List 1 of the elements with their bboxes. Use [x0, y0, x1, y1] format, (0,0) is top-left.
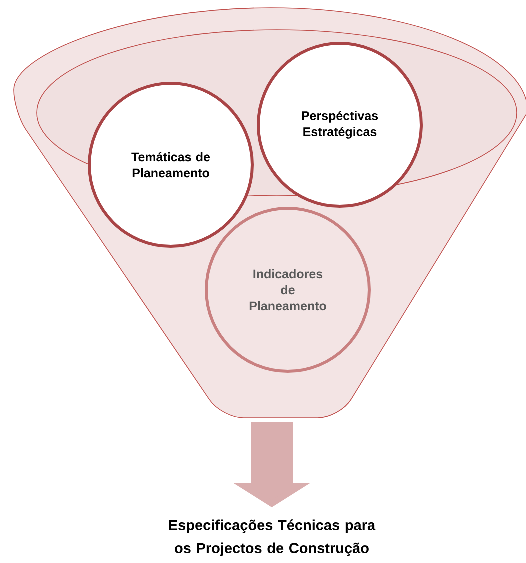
result-text: Especificações Técnicas para os Projectos de Construção: [169, 520, 376, 556]
